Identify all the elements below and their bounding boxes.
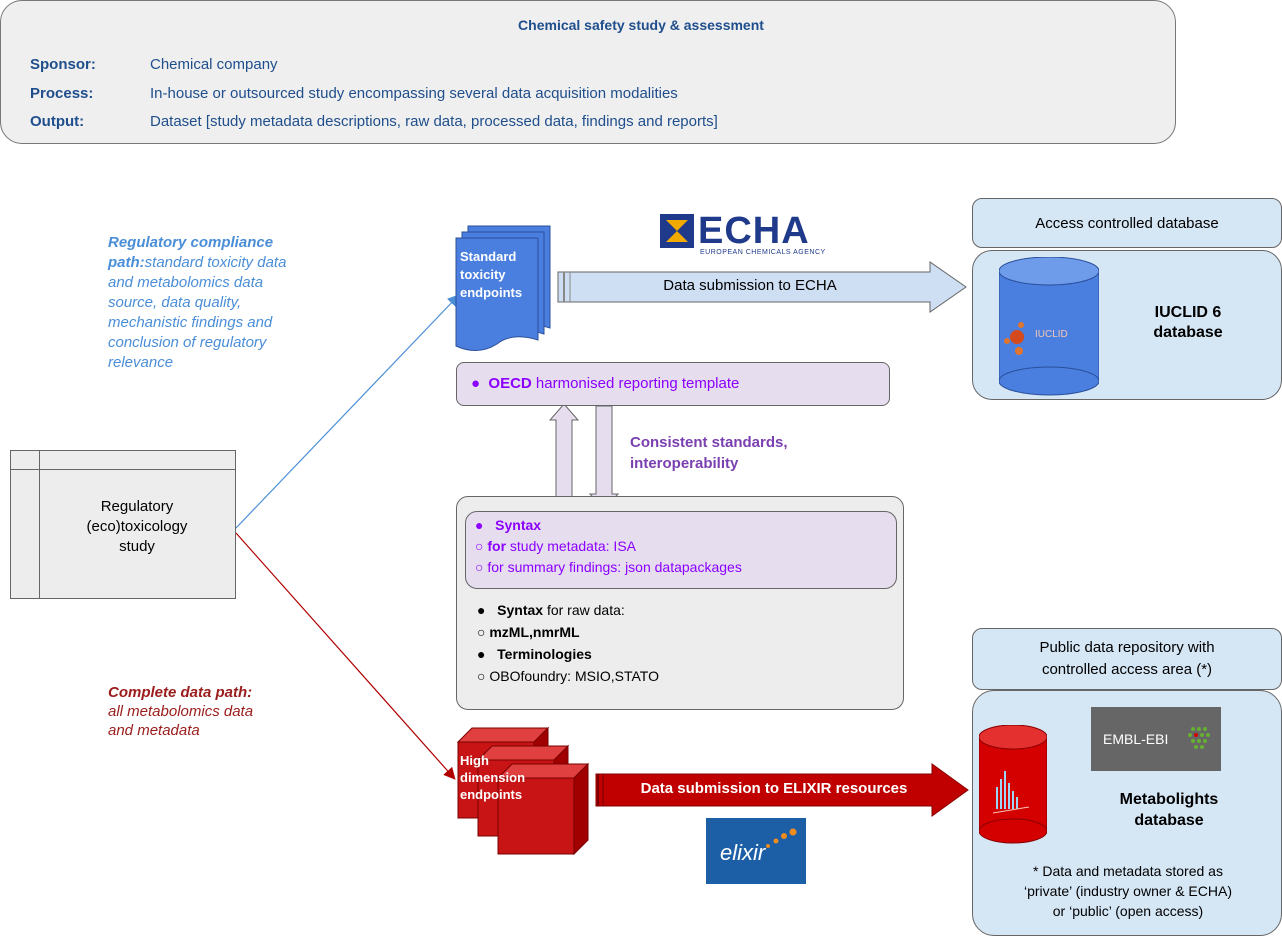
regulatory-study-box: Regulatory (eco)toxicology study	[10, 450, 236, 599]
regulatory-path-line	[235, 294, 460, 529]
output-label: Output:	[30, 113, 85, 130]
complete-path-text: Complete data path: all metabolomics dat…	[108, 684, 254, 739]
metabolights-title: Metabolights	[1119, 791, 1219, 808]
sponsor-label: Sponsor:	[30, 56, 96, 73]
embl-ebi-logo: EMBL-EBI	[1091, 707, 1221, 771]
syntax-subbox	[465, 511, 897, 589]
metabolights-cylinder-icon	[979, 725, 1047, 844]
path-label: path:	[108, 254, 145, 271]
metabolights-sub: database	[1134, 812, 1204, 829]
oecd-label: OECD	[488, 375, 532, 392]
study-header-box: Chemical safety study & assessment Spons…	[0, 0, 1176, 144]
access-db-box: IUCLID IUCLID 6 database	[972, 250, 1282, 400]
elixir-logo: elixir	[706, 818, 806, 884]
access-db-header: Access controlled database	[972, 198, 1282, 248]
study-label-3: study	[119, 538, 155, 555]
study-label-2: (eco)toxicology	[86, 518, 188, 535]
public-repo-header: Public data repository with controlled a…	[972, 628, 1282, 690]
standard-toxicity-docs	[455, 225, 551, 351]
complete-path-line	[235, 532, 456, 780]
standard-toxicity-label: Standard toxicity endpoints	[460, 249, 523, 300]
process-value: In-house or outsourced study encompassin…	[150, 85, 678, 102]
echa-arrow-label: Data submission to ECHA	[663, 277, 837, 294]
syntax-heading: Syntax	[495, 517, 542, 533]
standards-box: ● Syntax ○ for study metadata: ISA ○ for…	[456, 496, 904, 710]
elixir-arrow-label: Data submission to ELIXIR resources	[640, 780, 908, 797]
note-line-1: * Data and metadata stored as	[1033, 863, 1223, 879]
public-repo-box: EMBL-EBI Metabolights database * Data an…	[972, 690, 1282, 936]
consistent-standards-text: Consistent standards, interoperability	[630, 434, 788, 472]
iuclid-sub: database	[1153, 324, 1223, 341]
down-arrow	[588, 405, 620, 511]
high-dimension-label: High dimension endpoints	[460, 753, 526, 802]
sponsor-value: Chemical company	[150, 56, 278, 73]
oecd-template-box: ● OECD harmonised reporting template	[456, 362, 890, 406]
study-label-1: Regulatory	[100, 498, 174, 515]
process-label: Process:	[30, 85, 94, 102]
high-dimension-cubes	[456, 726, 590, 856]
note-line-3: or ‘public’ (open access)	[1052, 903, 1204, 919]
note-line-2: ‘private’ (industry owner & ECHA)	[1024, 883, 1232, 899]
echa-logo: ECHA EUROPEAN CHEMICALS AGENCY	[660, 210, 830, 260]
elixir-arrow	[595, 763, 969, 817]
header-title: Chemical safety study & assessment	[518, 17, 764, 33]
echa-arrow	[557, 261, 967, 313]
iuclid-cylinder-icon	[999, 257, 1099, 396]
regulatory-path-text: Regulatory compliance path:standard toxi…	[108, 234, 287, 371]
iuclid-title: IUCLID 6	[1154, 304, 1222, 321]
output-value: Dataset [study metadata descriptions, ra…	[150, 113, 718, 130]
